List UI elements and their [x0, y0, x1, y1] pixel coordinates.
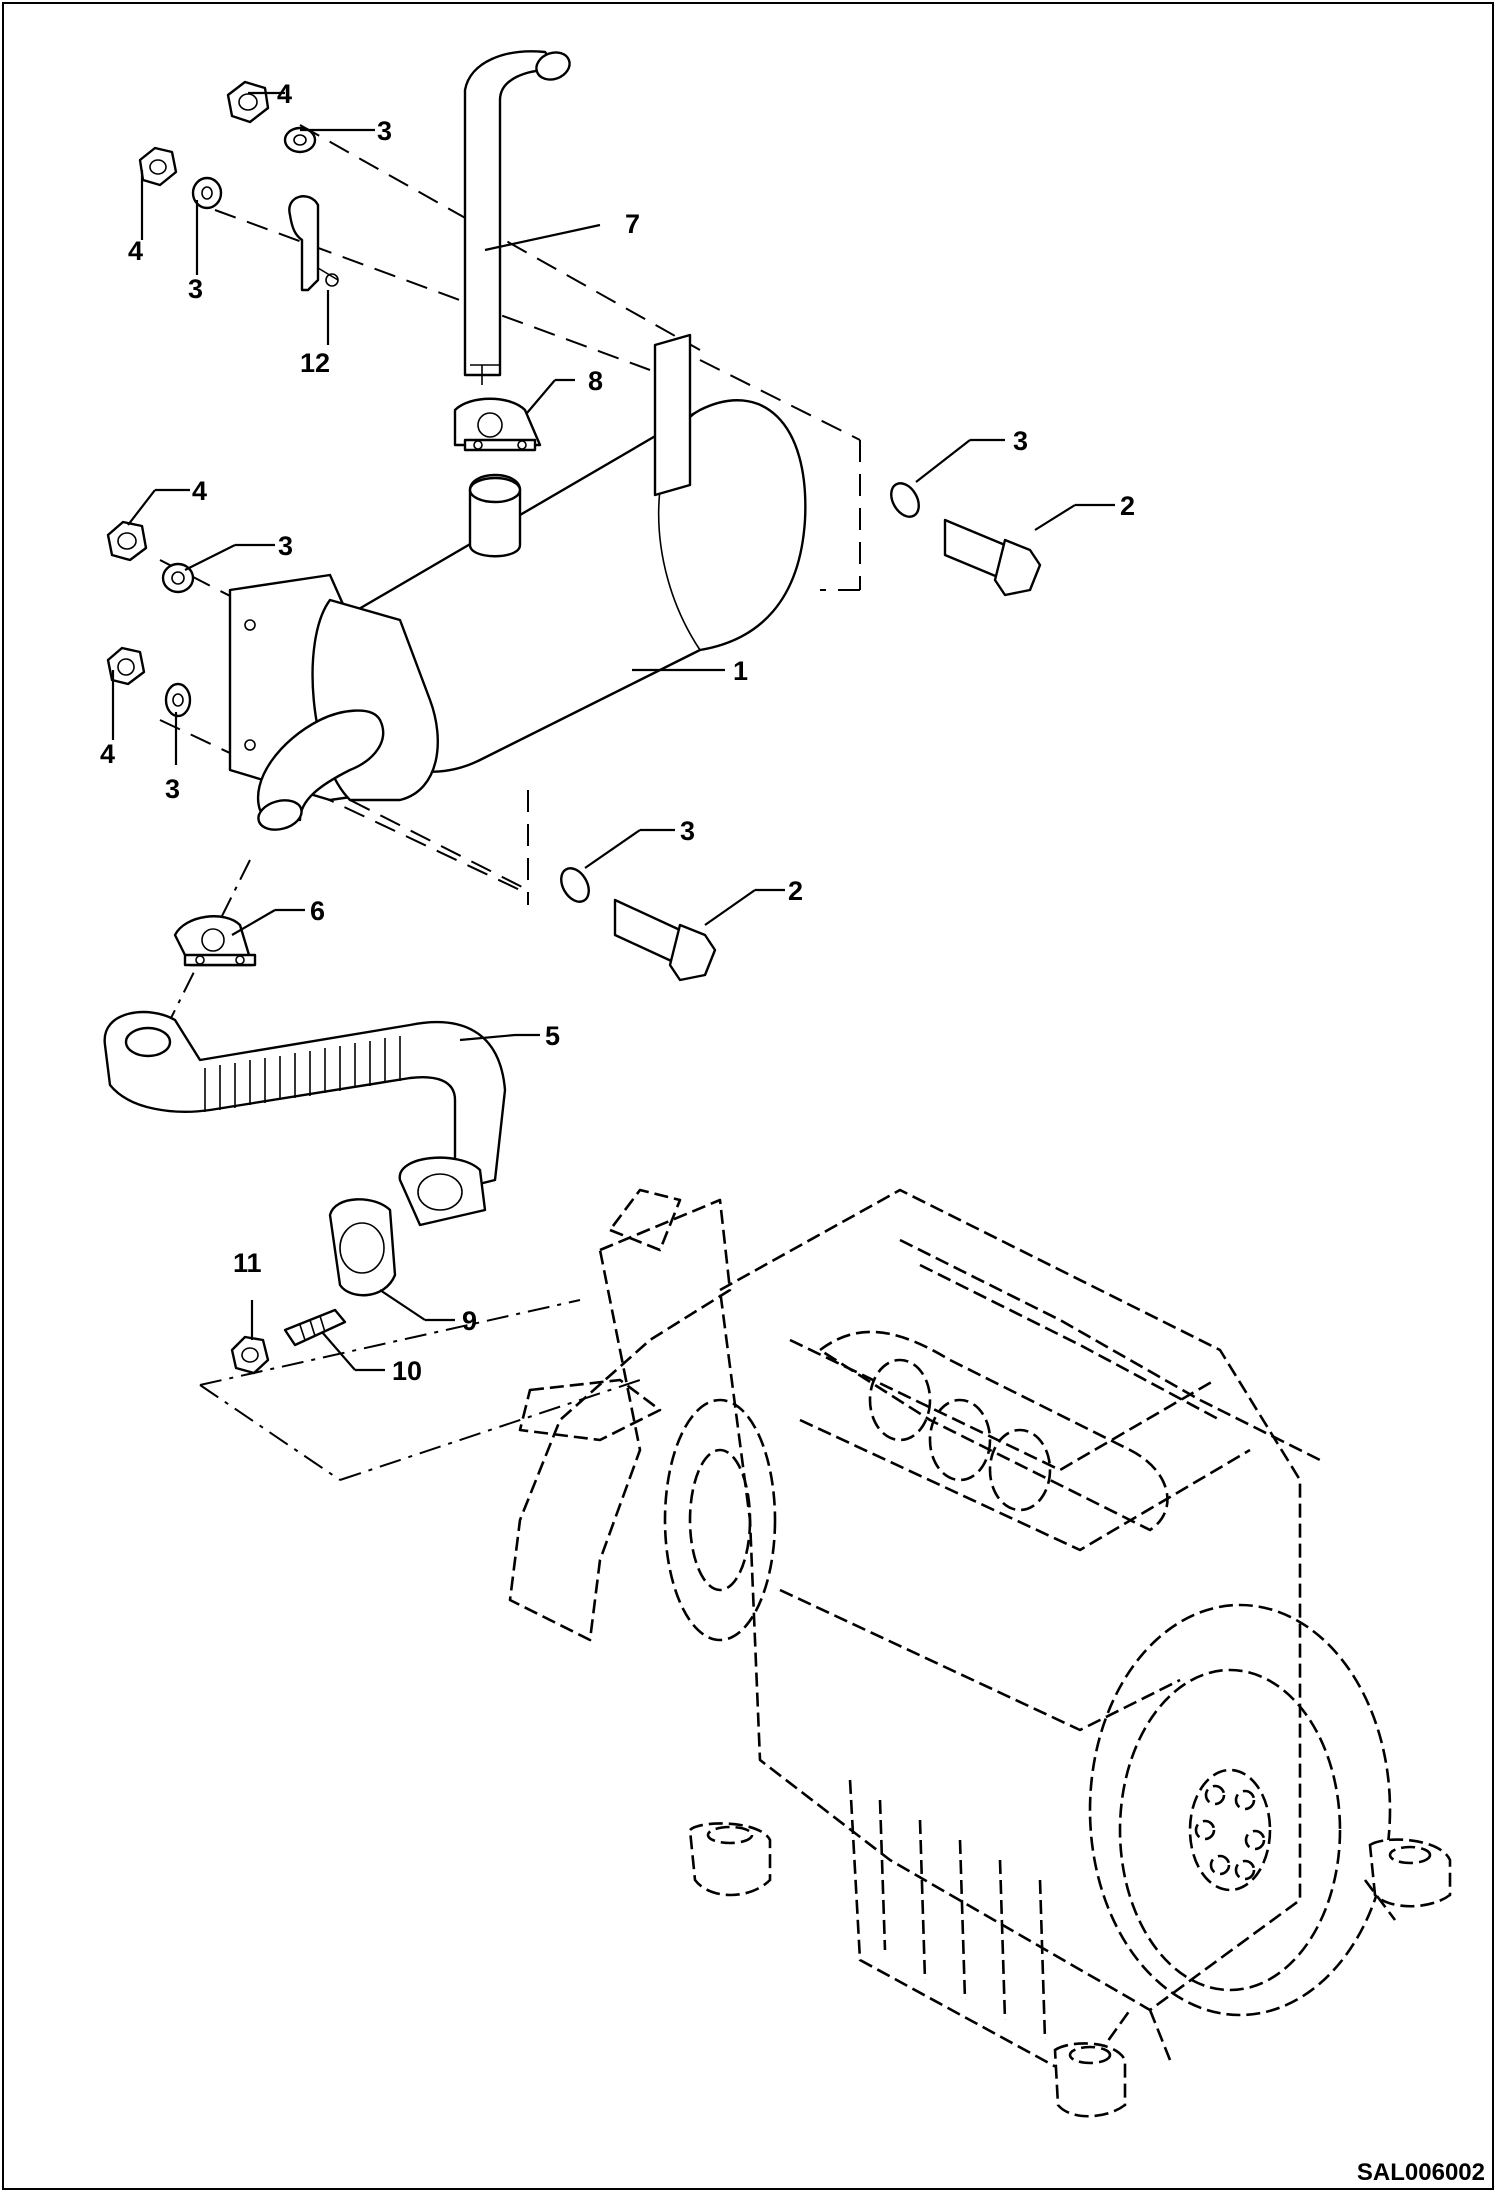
tail-pipe: [463, 50, 571, 385]
bracket-12: [288, 195, 339, 292]
callout-6: 6: [310, 896, 325, 926]
callout-11: 11: [233, 1248, 262, 1278]
callout-1: 1: [733, 656, 748, 686]
callout-2: 2: [788, 876, 803, 906]
callout-3: 3: [1013, 426, 1028, 456]
callout-7: 7: [625, 209, 640, 239]
callout-5: 5: [545, 1021, 560, 1051]
callout-3: 3: [377, 116, 392, 146]
drawing-code: SAL006002: [1357, 2159, 1485, 2186]
muffler: [228, 333, 807, 831]
hardware-right: [560, 482, 1042, 982]
engine-phantom: [508, 1188, 1452, 2118]
callouts: 4 3 4 3 7 12 8 3 2 4 3 1 4 3 3 2 6 5 11 …: [100, 79, 1135, 1386]
callout-4: 4: [277, 79, 292, 109]
callout-3: 3: [165, 774, 180, 804]
callout-4: 4: [100, 739, 115, 769]
clamp-6: [173, 915, 257, 967]
callout-3: 3: [278, 531, 293, 561]
stud-nut: [230, 1308, 347, 1375]
clamp-8: [453, 397, 542, 452]
callout-3: 3: [188, 274, 203, 304]
callout-2: 2: [1120, 491, 1135, 521]
hardware-left: [106, 520, 195, 718]
callout-9: 9: [462, 1306, 477, 1336]
leader-lines: [111, 91, 1115, 1372]
callout-3: 3: [680, 816, 695, 846]
callout-4: 4: [192, 476, 207, 506]
callout-8: 8: [588, 366, 603, 396]
flex-pipe: [103, 1010, 507, 1227]
callout-4: 4: [128, 236, 143, 266]
gasket-9: [328, 1198, 397, 1297]
callout-12: 12: [300, 348, 330, 378]
callout-10: 10: [392, 1356, 422, 1386]
flex-corrugation: [204, 1036, 401, 1112]
